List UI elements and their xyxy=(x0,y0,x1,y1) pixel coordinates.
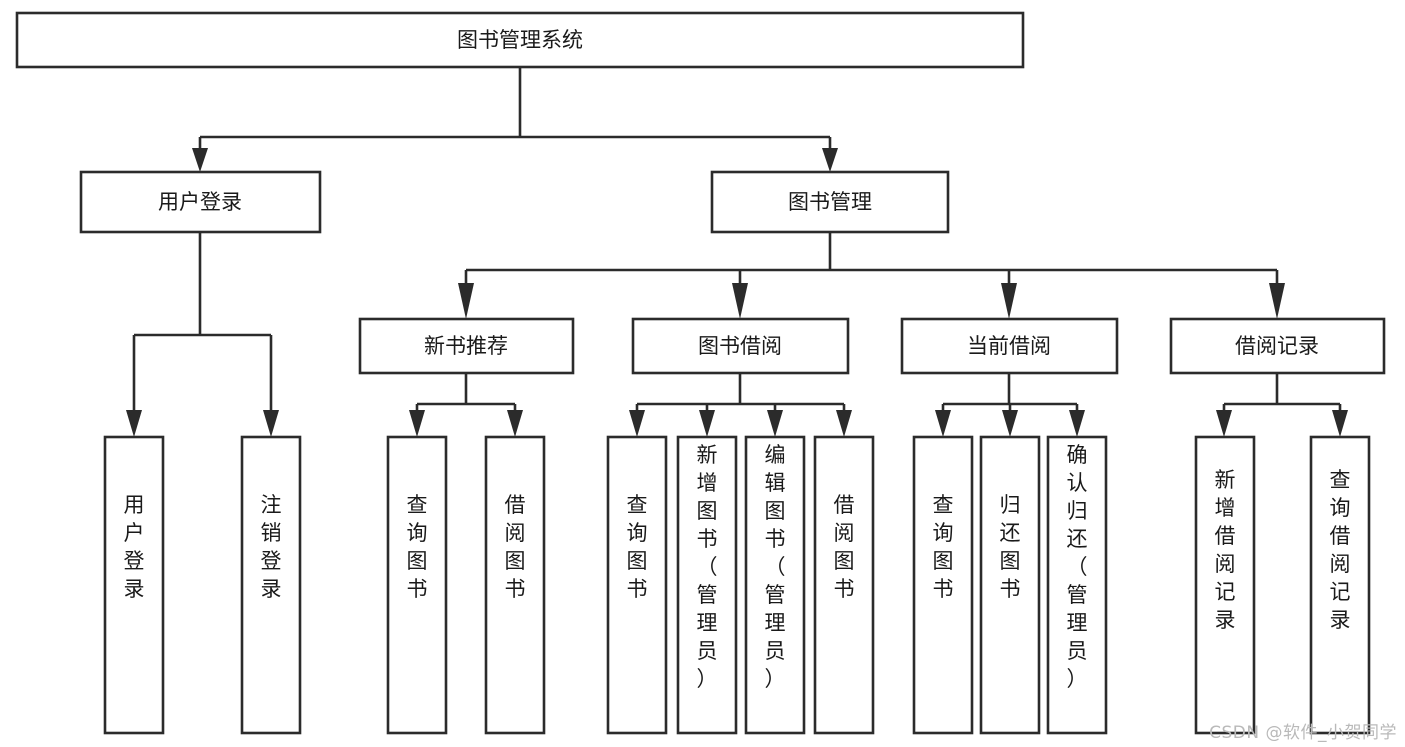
node-leaf-add-record[interactable]: 新增借阅记录 xyxy=(1194,435,1256,735)
node-leaf-logout-login-box[interactable] xyxy=(240,435,302,735)
arrow-head-leaf-add-record xyxy=(1216,410,1232,437)
node-leaf-add-book[interactable]: 新增图书（管理员） xyxy=(676,435,738,735)
node-leaf-add-record-box[interactable] xyxy=(1194,435,1256,735)
node-leaf-confirm-return-label: 确认归还（管理员） xyxy=(1067,443,1088,691)
connector-layer xyxy=(126,67,1348,437)
node-leaf-add-book-box[interactable] xyxy=(676,435,738,735)
arrow-head-leaf-edit-book xyxy=(767,410,783,437)
arrow-head-leaf-confirm-return xyxy=(1069,410,1085,437)
node-leaf-edit-book[interactable]: 编辑图书（管理员） xyxy=(744,435,806,735)
arrow-head-leaf-query-book-1 xyxy=(409,410,425,437)
node-book-borrow-label: 图书借阅 xyxy=(698,334,782,358)
node-leaf-borrow-book-2-box[interactable] xyxy=(813,435,875,735)
node-leaf-borrow-book-1[interactable]: 借阅图书 xyxy=(484,435,546,735)
arrow-head-leaf-return-book xyxy=(1002,410,1018,437)
node-leaf-query-book-3-box[interactable] xyxy=(912,435,974,735)
node-leaf-borrow-book-2[interactable]: 借阅图书 xyxy=(813,435,875,735)
node-leaf-query-book-1-box[interactable] xyxy=(386,435,448,735)
node-leaf-query-book-2[interactable]: 查询图书 xyxy=(606,435,668,735)
arrow-head-user-login xyxy=(192,148,208,172)
node-book-management-box[interactable] xyxy=(710,170,950,234)
arrow-head-borrow-record xyxy=(1269,283,1285,319)
node-leaf-return-book[interactable]: 归还图书 xyxy=(979,435,1041,735)
node-leaf-borrow-book-1-box[interactable] xyxy=(484,435,546,735)
node-leaf-add-record-label: 新增借阅记录 xyxy=(1215,468,1236,632)
arrow-head-leaf-add-book xyxy=(699,410,715,437)
node-leaf-edit-book-box[interactable] xyxy=(744,435,806,735)
node-root[interactable]: 图书管理系统 xyxy=(15,11,1025,69)
node-book-management-label: 图书管理 xyxy=(788,190,872,214)
node-borrow-record-box[interactable] xyxy=(1169,317,1386,375)
node-borrow-record-label: 借阅记录 xyxy=(1235,334,1319,358)
node-leaf-query-record-box[interactable] xyxy=(1309,435,1371,735)
node-book-borrow-box[interactable] xyxy=(631,317,850,375)
arrow-head-leaf-user-login xyxy=(126,410,142,437)
node-root-label: 图书管理系统 xyxy=(457,28,583,52)
node-new-book-recommend[interactable]: 新书推荐 xyxy=(358,317,575,375)
node-user-login-box[interactable] xyxy=(79,170,322,234)
node-leaf-query-book-1[interactable]: 查询图书 xyxy=(386,435,448,735)
node-leaf-query-book-3[interactable]: 查询图书 xyxy=(912,435,974,735)
csdn-watermark: CSDN @软件_小贺同学 xyxy=(1209,723,1397,743)
node-user-login-label: 用户登录 xyxy=(158,190,242,214)
arrow-head-leaf-borrow-book-2 xyxy=(836,410,852,437)
node-leaf-query-book-2-box[interactable] xyxy=(606,435,668,735)
node-leaf-query-book-1-label: 查询图书 xyxy=(407,493,428,601)
arrow-head-current-borrow xyxy=(1001,283,1017,319)
node-leaf-confirm-return[interactable]: 确认归还（管理员） xyxy=(1046,435,1108,735)
arrow-head-leaf-borrow-book-1 xyxy=(507,410,523,437)
arrow-head-new-book-recommend xyxy=(458,283,474,319)
node-leaf-logout-login-label: 注销登录 xyxy=(261,493,282,601)
node-book-management[interactable]: 图书管理 xyxy=(710,170,950,234)
node-leaf-return-book-box[interactable] xyxy=(979,435,1041,735)
node-borrow-record[interactable]: 借阅记录 xyxy=(1169,317,1386,375)
node-leaf-borrow-book-2-label: 借阅图书 xyxy=(834,493,855,601)
node-leaf-query-book-3-label: 查询图书 xyxy=(933,493,954,601)
node-leaf-add-book-label: 新增图书（管理员） xyxy=(697,443,718,691)
arrow-head-book-borrow xyxy=(732,283,748,319)
node-new-book-recommend-box[interactable] xyxy=(358,317,575,375)
node-leaf-user-login-label: 用户登录 xyxy=(124,493,145,601)
arrow-head-leaf-query-book-3 xyxy=(935,410,951,437)
node-leaf-query-record-label: 查询借阅记录 xyxy=(1330,468,1351,632)
node-current-borrow-box[interactable] xyxy=(900,317,1119,375)
arrow-head-book-management xyxy=(822,148,838,172)
arrow-head-leaf-query-book-2 xyxy=(629,410,645,437)
node-current-borrow[interactable]: 当前借阅 xyxy=(900,317,1119,375)
node-leaf-borrow-book-1-label: 借阅图书 xyxy=(505,493,526,601)
node-leaf-user-login-box[interactable] xyxy=(103,435,165,735)
node-current-borrow-label: 当前借阅 xyxy=(967,334,1051,358)
node-leaf-user-login[interactable]: 用户登录 xyxy=(103,435,165,735)
node-leaf-confirm-return-box[interactable] xyxy=(1046,435,1108,735)
node-book-borrow[interactable]: 图书借阅 xyxy=(631,317,850,375)
node-leaf-return-book-label: 归还图书 xyxy=(1000,493,1021,601)
node-user-login[interactable]: 用户登录 xyxy=(79,170,322,234)
node-leaf-edit-book-label: 编辑图书（管理员） xyxy=(765,443,786,691)
arrow-head-leaf-logout-login xyxy=(263,410,279,437)
arrow-head-leaf-query-record xyxy=(1332,410,1348,437)
node-root-box[interactable] xyxy=(15,11,1025,69)
node-leaf-query-record[interactable]: 查询借阅记录 xyxy=(1309,435,1371,735)
node-leaf-query-book-2-label: 查询图书 xyxy=(627,493,648,601)
node-new-book-recommend-label: 新书推荐 xyxy=(424,334,508,358)
node-leaf-logout-login[interactable]: 注销登录 xyxy=(240,435,302,735)
